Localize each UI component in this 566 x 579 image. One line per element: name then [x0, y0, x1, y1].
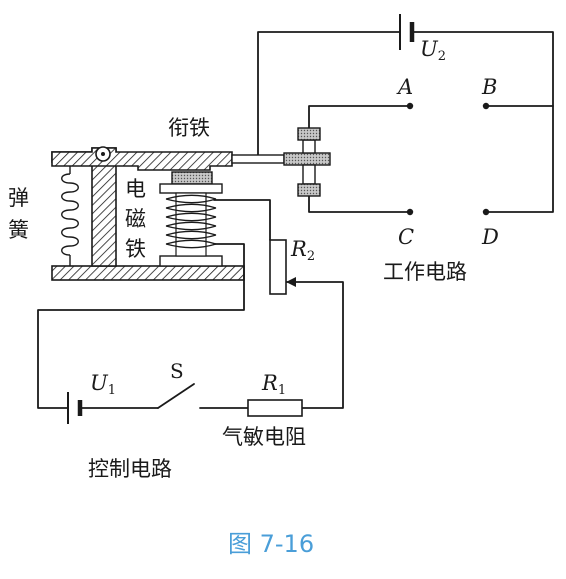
contact-b-label: B: [481, 75, 497, 99]
working-circuit-label: 工作电路: [383, 260, 467, 284]
control-circuit-label: 控制电路: [88, 457, 172, 481]
electromagnet: [159, 171, 223, 267]
contact-a-label: A: [396, 75, 413, 99]
contact-c-label: C: [398, 225, 414, 249]
electromagnet-label-1: 电: [125, 177, 146, 201]
electromagnet-label-3: 铁: [125, 237, 146, 261]
figure-caption: 图 7-16: [228, 530, 314, 558]
armature-label: 衔铁: [168, 116, 210, 140]
spring-coil: [61, 166, 79, 266]
contact-b: [482, 102, 490, 110]
resistor-r1: [247, 399, 303, 417]
u2-label: U2: [420, 37, 446, 64]
armature-rod: [231, 154, 285, 164]
contact-a: [308, 102, 414, 129]
spring-label-2: 簧: [8, 218, 29, 242]
moving-contact: [283, 127, 331, 197]
battery-u1: [67, 392, 83, 424]
r1-label: R1: [261, 371, 286, 398]
gas-resistor-label: 气敏电阻: [222, 425, 306, 449]
contact-c: [308, 195, 414, 216]
rheostat-r2: [269, 239, 296, 295]
u1-label: U1: [90, 371, 116, 398]
spring-label-1: 弹: [8, 186, 29, 210]
electromagnet-label-2: 磁: [125, 207, 146, 231]
contact-d: [482, 208, 490, 216]
armature-bar: [51, 147, 233, 171]
control-circuit: [37, 199, 344, 424]
relay-base: [51, 265, 245, 281]
working-circuit: [257, 14, 554, 216]
contact-d-label: D: [481, 225, 499, 249]
switch-s: [157, 383, 195, 409]
relay-mechanism: [51, 127, 331, 281]
r2-label: R2: [290, 237, 315, 264]
battery-u2: [399, 14, 415, 50]
switch-label: S: [170, 359, 184, 383]
